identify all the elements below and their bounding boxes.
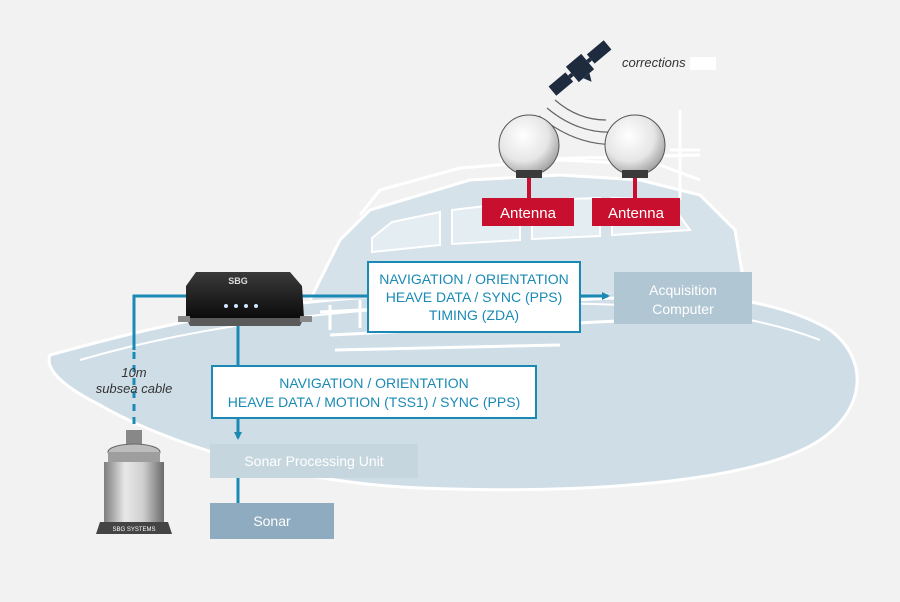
- sbg-ins-unit-icon: SBG: [178, 272, 312, 326]
- satellite-icon: [548, 40, 612, 96]
- acquisition-computer-line1: Acquisition: [649, 282, 717, 298]
- top-data-line2: HEAVE DATA / SYNC (PPS): [386, 289, 563, 305]
- acquisition-computer-line2: Computer: [652, 301, 714, 317]
- sonar-box: Sonar: [210, 503, 334, 539]
- subsea-ins-icon: SBG SYSTEMS: [96, 430, 172, 534]
- cable-label-type: subsea cable: [96, 381, 173, 396]
- subsea-brand: SBG SYSTEMS: [112, 527, 155, 533]
- antenna-right-label: Antenna: [608, 205, 665, 222]
- connection-lines: [132, 292, 610, 503]
- sonar-processing-unit-label: Sonar Processing Unit: [244, 453, 383, 469]
- antenna-right: Antenna: [592, 114, 680, 226]
- ins-brand: SBG: [228, 276, 248, 286]
- cable-label-length: 10m: [121, 365, 146, 380]
- corrections-label-underline: [690, 57, 716, 70]
- sonar-processing-unit-box: Sonar Processing Unit: [210, 444, 418, 478]
- antenna-left-label-box: [482, 198, 574, 226]
- antenna-left: Antenna: [482, 114, 574, 226]
- top-data-line3: TIMING (ZDA): [429, 307, 519, 323]
- corrections-label: corrections: [622, 55, 686, 70]
- sonar-label: Sonar: [253, 513, 291, 529]
- acquisition-computer-box: Acquisition Computer: [614, 272, 752, 324]
- bottom-data-box: NAVIGATION / ORIENTATION HEAVE DATA / MO…: [211, 365, 537, 419]
- top-data-box: NAVIGATION / ORIENTATION HEAVE DATA / SY…: [367, 261, 581, 333]
- top-data-line1: NAVIGATION / ORIENTATION: [379, 271, 569, 287]
- antenna-right-label-box: [592, 198, 680, 226]
- bottom-data-line1: NAVIGATION / ORIENTATION: [279, 375, 469, 391]
- bottom-data-line2: HEAVE DATA / MOTION (TSS1) / SYNC (PPS): [228, 394, 520, 410]
- antenna-left-label: Antenna: [500, 205, 557, 222]
